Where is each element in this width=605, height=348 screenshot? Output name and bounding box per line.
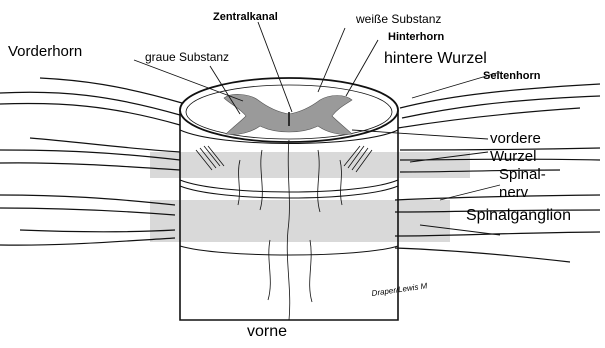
- label-spinalnerv-2: nerv: [499, 184, 529, 201]
- label-graue-substanz: graue Substanz: [145, 50, 229, 64]
- label-hinterhorn: Hinterhorn: [388, 31, 445, 43]
- label-spinalnerv-1: Spinal-: [499, 166, 546, 183]
- label-spinalganglion: Spinalganglion: [466, 207, 571, 224]
- signature: Draper/Lewis M: [371, 281, 428, 298]
- label-vordere-wurzel-2: Wurzel: [490, 148, 536, 165]
- label-weisse-substanz: weiße Substanz: [355, 12, 441, 26]
- label-zentralkanal: Zentralkanal: [213, 11, 278, 23]
- label-vorderhorn: Vorderhorn: [8, 43, 82, 60]
- label-seitenhorn: Seitenhorn: [483, 70, 541, 82]
- cord-cross-section: [180, 78, 398, 142]
- label-vordere-wurzel-1: vordere: [490, 130, 541, 147]
- root-band-upper: [150, 152, 470, 178]
- label-vorne: vorne: [247, 323, 287, 340]
- label-hintere-wurzel: hintere Wurzel: [384, 50, 487, 67]
